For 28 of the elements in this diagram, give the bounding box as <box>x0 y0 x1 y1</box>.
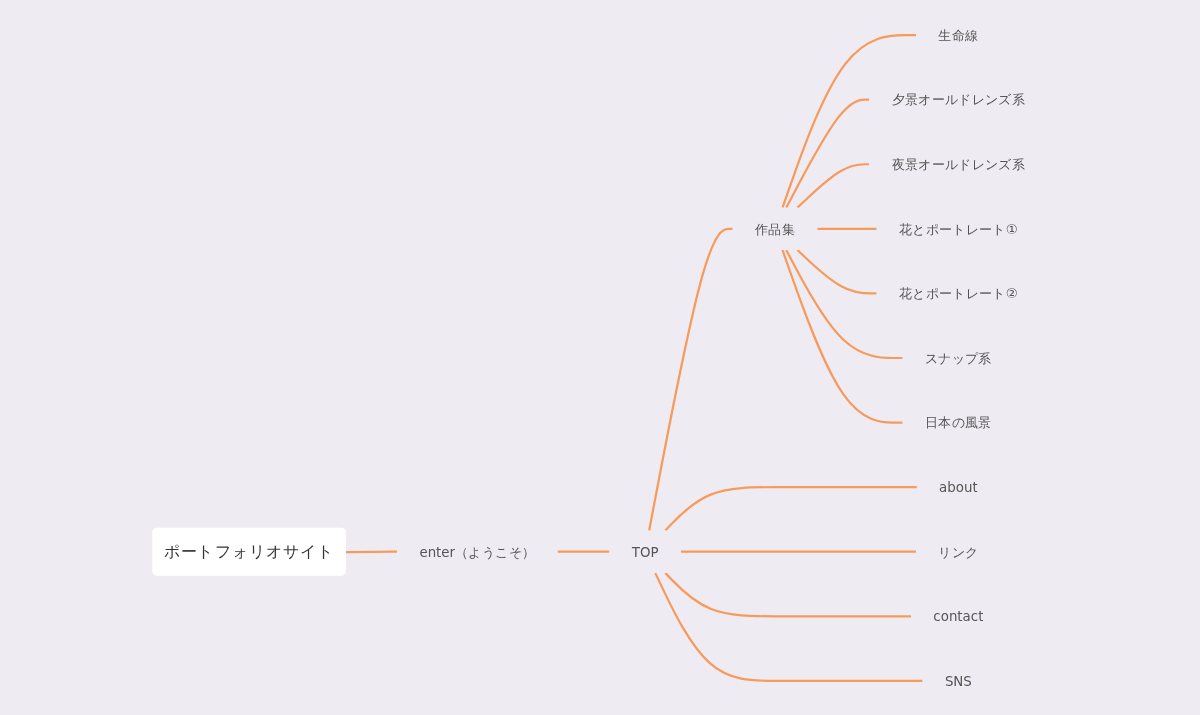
connector <box>345 550 397 553</box>
connector <box>796 162 870 208</box>
node-text: スナップ系 <box>924 349 992 366</box>
node-text: 作品集 <box>754 220 795 237</box>
connector <box>785 248 903 359</box>
connector <box>796 248 877 295</box>
node-text: contact <box>933 608 984 624</box>
node-text: 生命線 <box>938 26 979 43</box>
connector <box>781 33 916 208</box>
node-text: 夜景オールドレンズ系 <box>891 155 1025 172</box>
connector <box>680 550 916 553</box>
connector <box>817 227 877 230</box>
connector <box>664 571 911 617</box>
connector <box>647 227 733 531</box>
connector <box>557 550 610 553</box>
connector <box>785 98 870 208</box>
node-text: enter（ようこそ） <box>419 543 536 560</box>
connector <box>654 571 923 682</box>
node-text: SNS <box>944 672 972 689</box>
node-text: リンク <box>938 543 979 560</box>
node-text: 花とポートレート① <box>898 220 1018 237</box>
node-text: TOP <box>631 543 659 560</box>
node-text: about <box>938 478 978 495</box>
connector <box>664 485 917 531</box>
node-text: 花とポートレート② <box>898 285 1018 301</box>
node-text: 夕景オールドレンズ系 <box>891 91 1025 107</box>
connector <box>781 249 903 424</box>
node-text: 日本の風景 <box>924 414 992 430</box>
